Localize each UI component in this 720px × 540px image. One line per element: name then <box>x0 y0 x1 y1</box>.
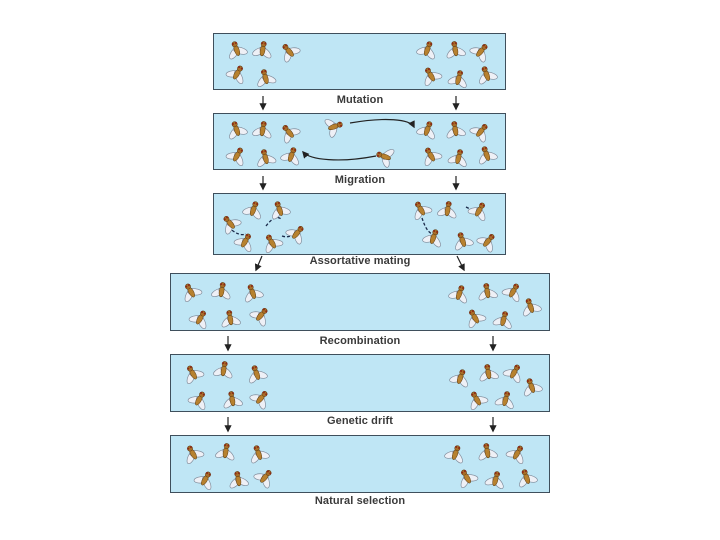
stage-label-natural-selection: Natural selection <box>0 495 720 507</box>
population-panel-assortative-mating <box>213 193 506 255</box>
stage-label-mutation: Mutation <box>0 94 720 106</box>
stage-label-genetic-drift: Genetic drift <box>0 415 720 427</box>
population-panel-recombination <box>170 273 550 331</box>
population-panel-natural-selection <box>170 435 550 493</box>
stage-label-recombination: Recombination <box>0 335 720 347</box>
stage-label-assortative-mating: Assortative mating <box>0 255 720 267</box>
population-panel-migration <box>213 113 506 170</box>
stage-label-migration: Migration <box>0 174 720 186</box>
population-panel-genetic-drift <box>170 354 550 412</box>
population-panel-mutation <box>213 33 506 90</box>
